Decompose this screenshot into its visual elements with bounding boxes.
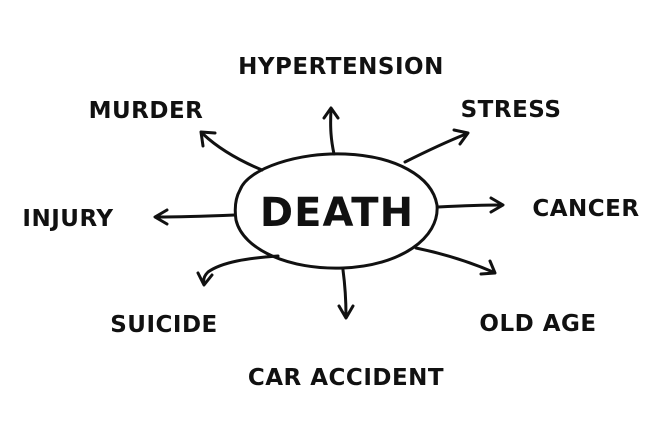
label-suicide: SUICIDE [110, 312, 218, 338]
label-stress: STRESS [461, 97, 562, 123]
arrow-hypertension [329, 108, 336, 156]
arrowhead-cancer [489, 196, 505, 214]
arrow-stress [403, 132, 468, 164]
arrowhead-car-accident [337, 304, 355, 320]
label-hypertension: HYPERTENSION [238, 54, 444, 80]
arrowhead-suicide [196, 271, 214, 287]
arrow-murder [201, 132, 264, 172]
label-murder: MURDER [89, 98, 204, 124]
arrowhead-stress [452, 128, 470, 146]
label-cancer: CANCER [532, 196, 639, 222]
label-injury: INJURY [22, 206, 113, 232]
arrowhead-murder [199, 130, 217, 148]
label-old-age: OLD AGE [479, 311, 596, 337]
center-ellipse [233, 152, 439, 270]
center-label: DEATH [260, 190, 414, 236]
arrowhead-hypertension [322, 106, 340, 120]
arrowhead-old-age [479, 259, 497, 276]
arrow-old-age [414, 246, 495, 274]
label-car-accident: CAR ACCIDENT [248, 365, 444, 391]
arrowhead-injury [153, 208, 169, 226]
arrow-suicide [202, 254, 280, 285]
arrow-cancer [436, 203, 503, 209]
arrow-injury [155, 213, 237, 219]
arrow-car-accident [341, 268, 348, 318]
